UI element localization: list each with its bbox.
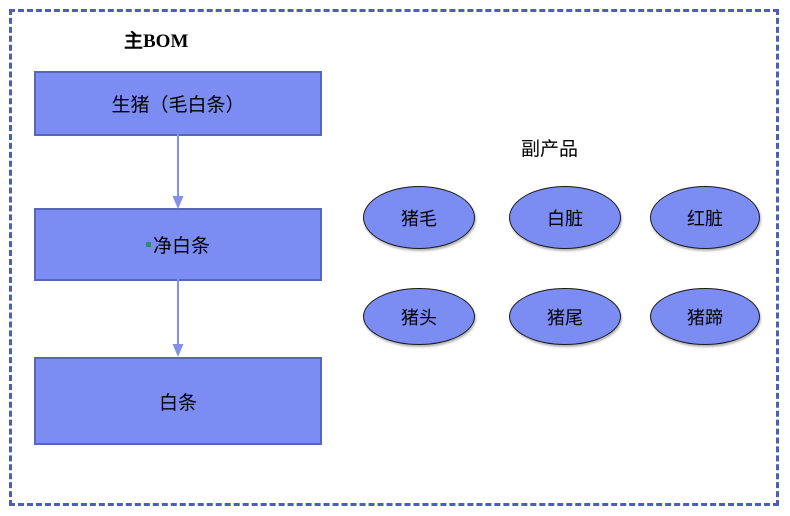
process-box-clean-carcass[interactable]: 净白条: [34, 208, 322, 281]
byproduct-label: 猪头: [401, 307, 437, 328]
main-bom-title: 主BOM: [124, 31, 189, 52]
process-box-live-pig[interactable]: 生猪（毛白条）: [34, 71, 322, 136]
byproduct-ellipse-baizang[interactable]: 白脏: [509, 186, 621, 249]
byproduct-section-title: 副产品: [521, 139, 579, 160]
byproduct-ellipse-zhutou[interactable]: 猪头: [363, 288, 475, 345]
arrow-clean-carcass-to-carcass: [172, 278, 184, 357]
process-box-inner-line: 净白条: [145, 231, 210, 258]
byproduct-ellipse-hongzang[interactable]: 红脏: [650, 186, 760, 249]
arrow-live-pig-to-clean-carcass: [172, 133, 184, 209]
byproduct-ellipse-zhuti[interactable]: 猪蹄: [650, 288, 760, 345]
byproduct-label: 白脏: [547, 208, 583, 229]
byproduct-label: 猪尾: [547, 307, 583, 328]
byproduct-label: 红脏: [687, 208, 723, 229]
process-box-carcass[interactable]: 白条: [34, 357, 322, 445]
bullet-square-icon: [145, 242, 151, 247]
process-box-label: 白条: [158, 392, 197, 414]
byproduct-label: 猪蹄: [687, 307, 723, 328]
byproduct-ellipse-zhuwei[interactable]: 猪尾: [509, 288, 621, 345]
outer-dashed-frame: [9, 9, 779, 506]
process-box-label: 净白条: [152, 236, 210, 257]
byproduct-label: 猪毛: [401, 208, 437, 229]
byproduct-ellipse-zhumao[interactable]: 猪毛: [363, 186, 475, 249]
process-box-label: 生猪（毛白条）: [111, 95, 245, 116]
